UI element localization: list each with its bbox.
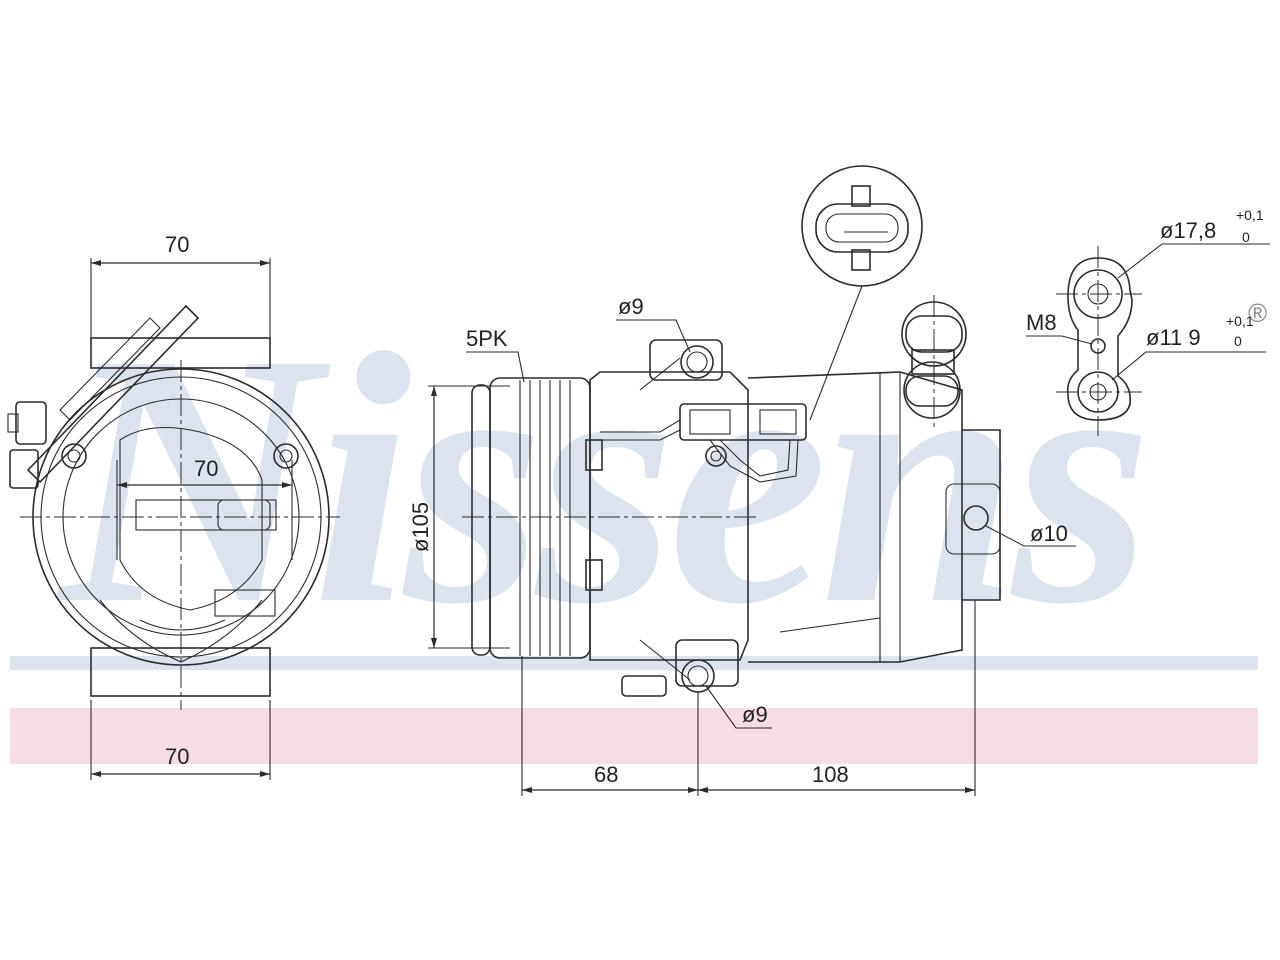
upper-hole-label: ø9 [618, 294, 644, 319]
upper-mount-ear [649, 339, 723, 381]
watermark-pink-band [10, 708, 1258, 764]
watermark-blue-band [10, 656, 1258, 670]
upper-mount-hole [680, 345, 714, 379]
lower-mount-ear [675, 639, 739, 687]
rear-mount-hole [963, 505, 989, 531]
large-port-tolerance-lower: 0 [1242, 229, 1250, 245]
front-view: 70 70 [7, 232, 340, 780]
connector-detail-bubble [801, 165, 923, 421]
port-detail: ø17,8 +0,1 0 M8 ø11 9 +0,1 0 [1026, 207, 1270, 436]
watermark: Nissens ® [10, 279, 1267, 764]
front-mount-hole-right [273, 443, 299, 469]
small-port-tolerance-upper: +0,1 [1226, 313, 1254, 329]
front-bottom-width-label: 70 [165, 744, 189, 769]
registered-mark: ® [1248, 298, 1267, 328]
front-housing [589, 371, 749, 661]
thread-label: M8 [1026, 310, 1057, 335]
side-view: ø105 5PK ø9 ø9 [408, 165, 1076, 796]
small-port-tolerance-lower: 0 [1234, 333, 1242, 349]
lower-hole-label: ø9 [742, 702, 768, 727]
large-port-label: ø17,8 [1160, 218, 1216, 243]
pulley-diameter-label: ø105 [408, 502, 433, 552]
rear-hole-label: ø10 [1030, 521, 1068, 546]
refrigerant-ports [901, 295, 967, 430]
pulley-to-mount-label: 68 [594, 762, 618, 787]
front-mount-hole-left [61, 443, 87, 469]
front-top-width-label: 70 [165, 232, 189, 257]
port-flange [1066, 257, 1133, 421]
small-port-label: ø11 9 [1146, 325, 1201, 350]
large-port-tolerance-upper: +0,1 [1236, 207, 1264, 223]
mount-to-rear-label: 108 [812, 762, 849, 787]
compressor-body [747, 371, 963, 663]
belt-profile-label: 5PK [466, 326, 508, 351]
electrical-connector [600, 403, 807, 483]
front-connector-arm [7, 304, 200, 489]
watermark-logo-text: Nissens [54, 279, 1144, 678]
pulley [471, 377, 591, 659]
front-mount-width-label: 70 [194, 456, 218, 481]
